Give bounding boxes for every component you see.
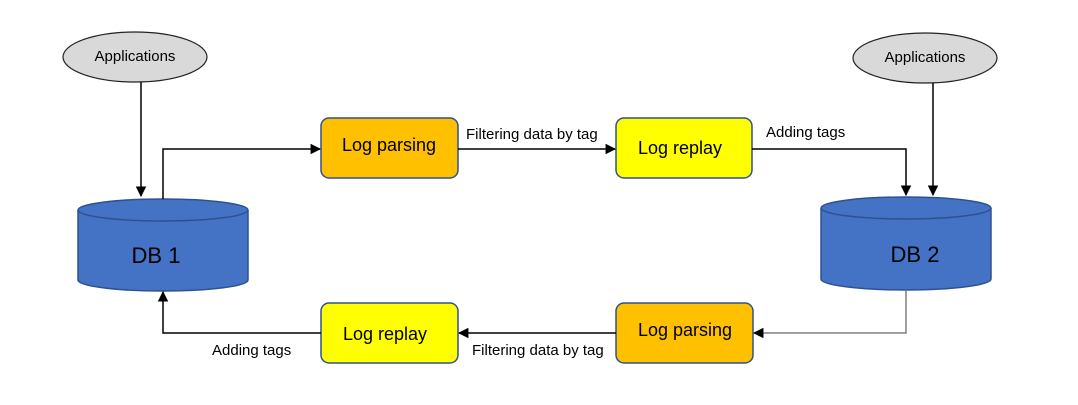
applications-label-left: Applications	[95, 48, 176, 65]
arrow-db2-to-parsing	[752, 291, 907, 339]
applications-label-right: Applications	[885, 49, 966, 66]
arrow-db1-to-parsing	[162, 143, 322, 199]
db1-label: DB 1	[132, 243, 181, 268]
applications-node-left: Applications	[62, 31, 208, 83]
log-parsing-box-bottom: Log parsing	[615, 302, 754, 364]
log-replay-label-bottom: Log replay	[343, 324, 427, 344]
log-parsing-label-top: Log parsing	[342, 135, 436, 155]
db1-cylinder: DB 1	[77, 198, 249, 292]
edge-label-filter-top: Filtering data by tag	[466, 126, 598, 143]
edge-label-tags-bottom: Adding tags	[212, 342, 291, 359]
db2-cylinder: DB 2	[820, 196, 992, 291]
log-replay-label-top: Log replay	[638, 138, 722, 158]
log-parsing-box-top: Log parsing	[320, 117, 459, 179]
log-parsing-label-bottom: Log parsing	[638, 320, 732, 340]
arrow-replay-to-db1	[157, 290, 321, 334]
arrow-replay-to-db2	[752, 148, 912, 197]
log-replay-box-top: Log replay	[615, 117, 753, 179]
db2-label: DB 2	[891, 242, 940, 267]
edge-label-tags-top: Adding tags	[766, 124, 845, 141]
log-replay-box-bottom: Log replay	[320, 302, 459, 364]
applications-node-right: Applications	[852, 32, 998, 84]
edge-label-filter-bottom: Filtering data by tag	[472, 342, 604, 359]
